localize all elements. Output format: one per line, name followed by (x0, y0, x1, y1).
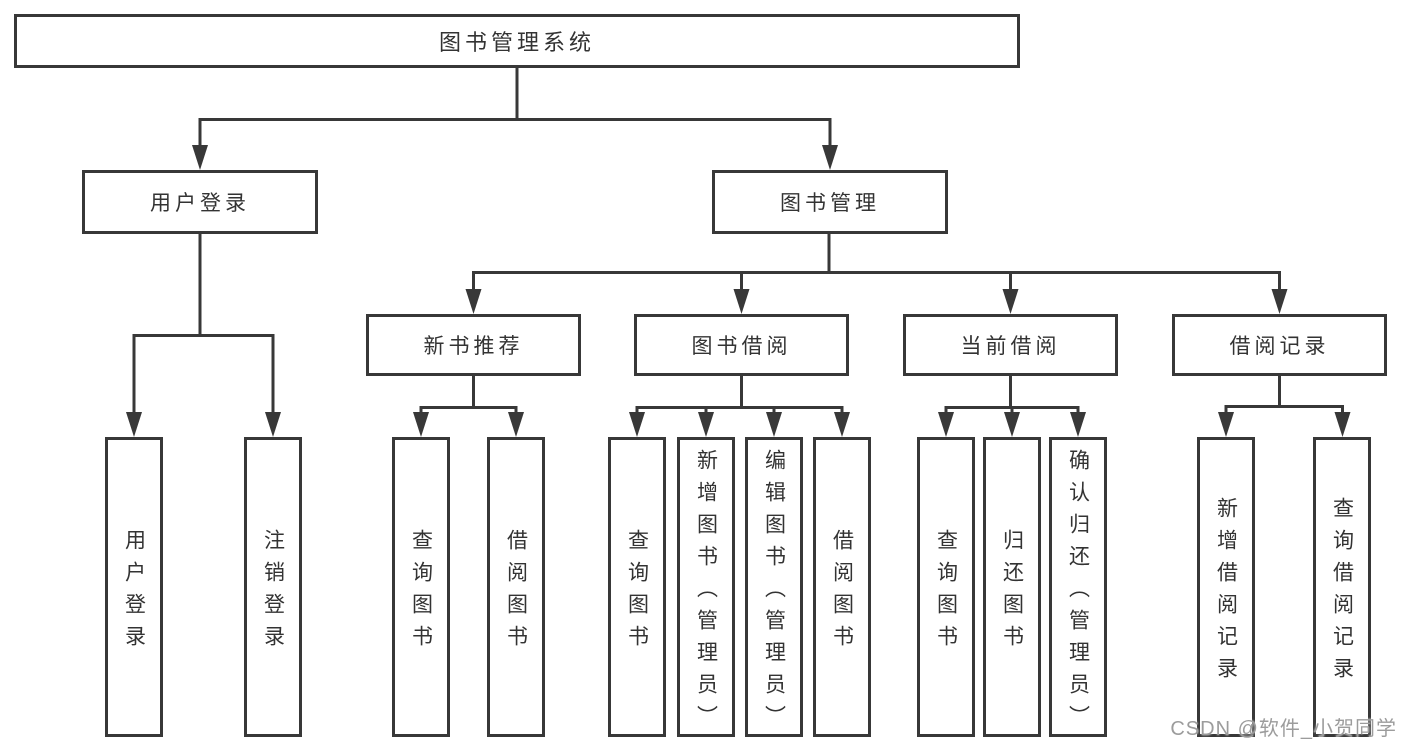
node-label: 借阅图书 (504, 528, 528, 657)
leaf-confirm-return-admin: 确认归还（管理员） (1049, 437, 1107, 737)
node-label: 编辑图书（管理员） (762, 448, 786, 737)
node-borrowing-records: 借阅记录 (1172, 314, 1387, 376)
node-user-login: 用户登录 (82, 170, 318, 234)
node-label: 注销登录 (261, 528, 285, 657)
node-label: 确认归还（管理员） (1066, 448, 1090, 737)
node-label: 新增借阅记录 (1214, 496, 1238, 689)
csdn-watermark: CSDN @软件_小贺同学 (1170, 718, 1397, 740)
node-label: 归还图书 (1000, 528, 1024, 657)
node-label: 查询图书 (625, 528, 649, 657)
node-new-book-recommendation: 新书推荐 (366, 314, 581, 376)
node-book-borrowing: 图书借阅 (634, 314, 849, 376)
node-label: 查询图书 (409, 528, 433, 657)
node-label: 用户登录 (122, 528, 146, 657)
node-label: 新增图书（管理员） (694, 448, 718, 737)
node-label: 图书管理系统 (438, 30, 595, 55)
leaf-return-books: 归还图书 (983, 437, 1041, 737)
node-label: 用户登录 (150, 192, 250, 215)
node-label: 图书管理 (780, 192, 880, 215)
node-label: 图书借阅 (691, 335, 792, 358)
node-label: 查询借阅记录 (1330, 496, 1354, 689)
leaf-edit-books-admin: 编辑图书（管理员） (745, 437, 803, 737)
leaf-borrow-books: 借阅图书 (813, 437, 871, 737)
leaf-query-books-recommend: 查询图书 (392, 437, 450, 737)
leaf-query-borrow-record: 查询借阅记录 (1313, 437, 1371, 737)
node-label: 新书推荐 (423, 335, 524, 358)
node-label: 借阅记录 (1229, 335, 1330, 358)
node-library-management-system: 图书管理系统 (14, 14, 1020, 68)
leaf-add-books-admin: 新增图书（管理员） (677, 437, 735, 737)
node-book-management: 图书管理 (712, 170, 948, 234)
leaf-logout: 注销登录 (244, 437, 302, 737)
node-label: 当前借阅 (960, 335, 1061, 358)
leaf-add-borrow-record: 新增借阅记录 (1197, 437, 1255, 737)
node-current-borrowing: 当前借阅 (903, 314, 1118, 376)
leaf-query-books-borrow: 查询图书 (608, 437, 666, 737)
leaf-borrow-books-recommend: 借阅图书 (487, 437, 545, 737)
leaf-query-books-current: 查询图书 (917, 437, 975, 737)
node-label: 借阅图书 (830, 528, 854, 657)
node-label: 查询图书 (934, 528, 958, 657)
leaf-user-login: 用户登录 (105, 437, 163, 737)
